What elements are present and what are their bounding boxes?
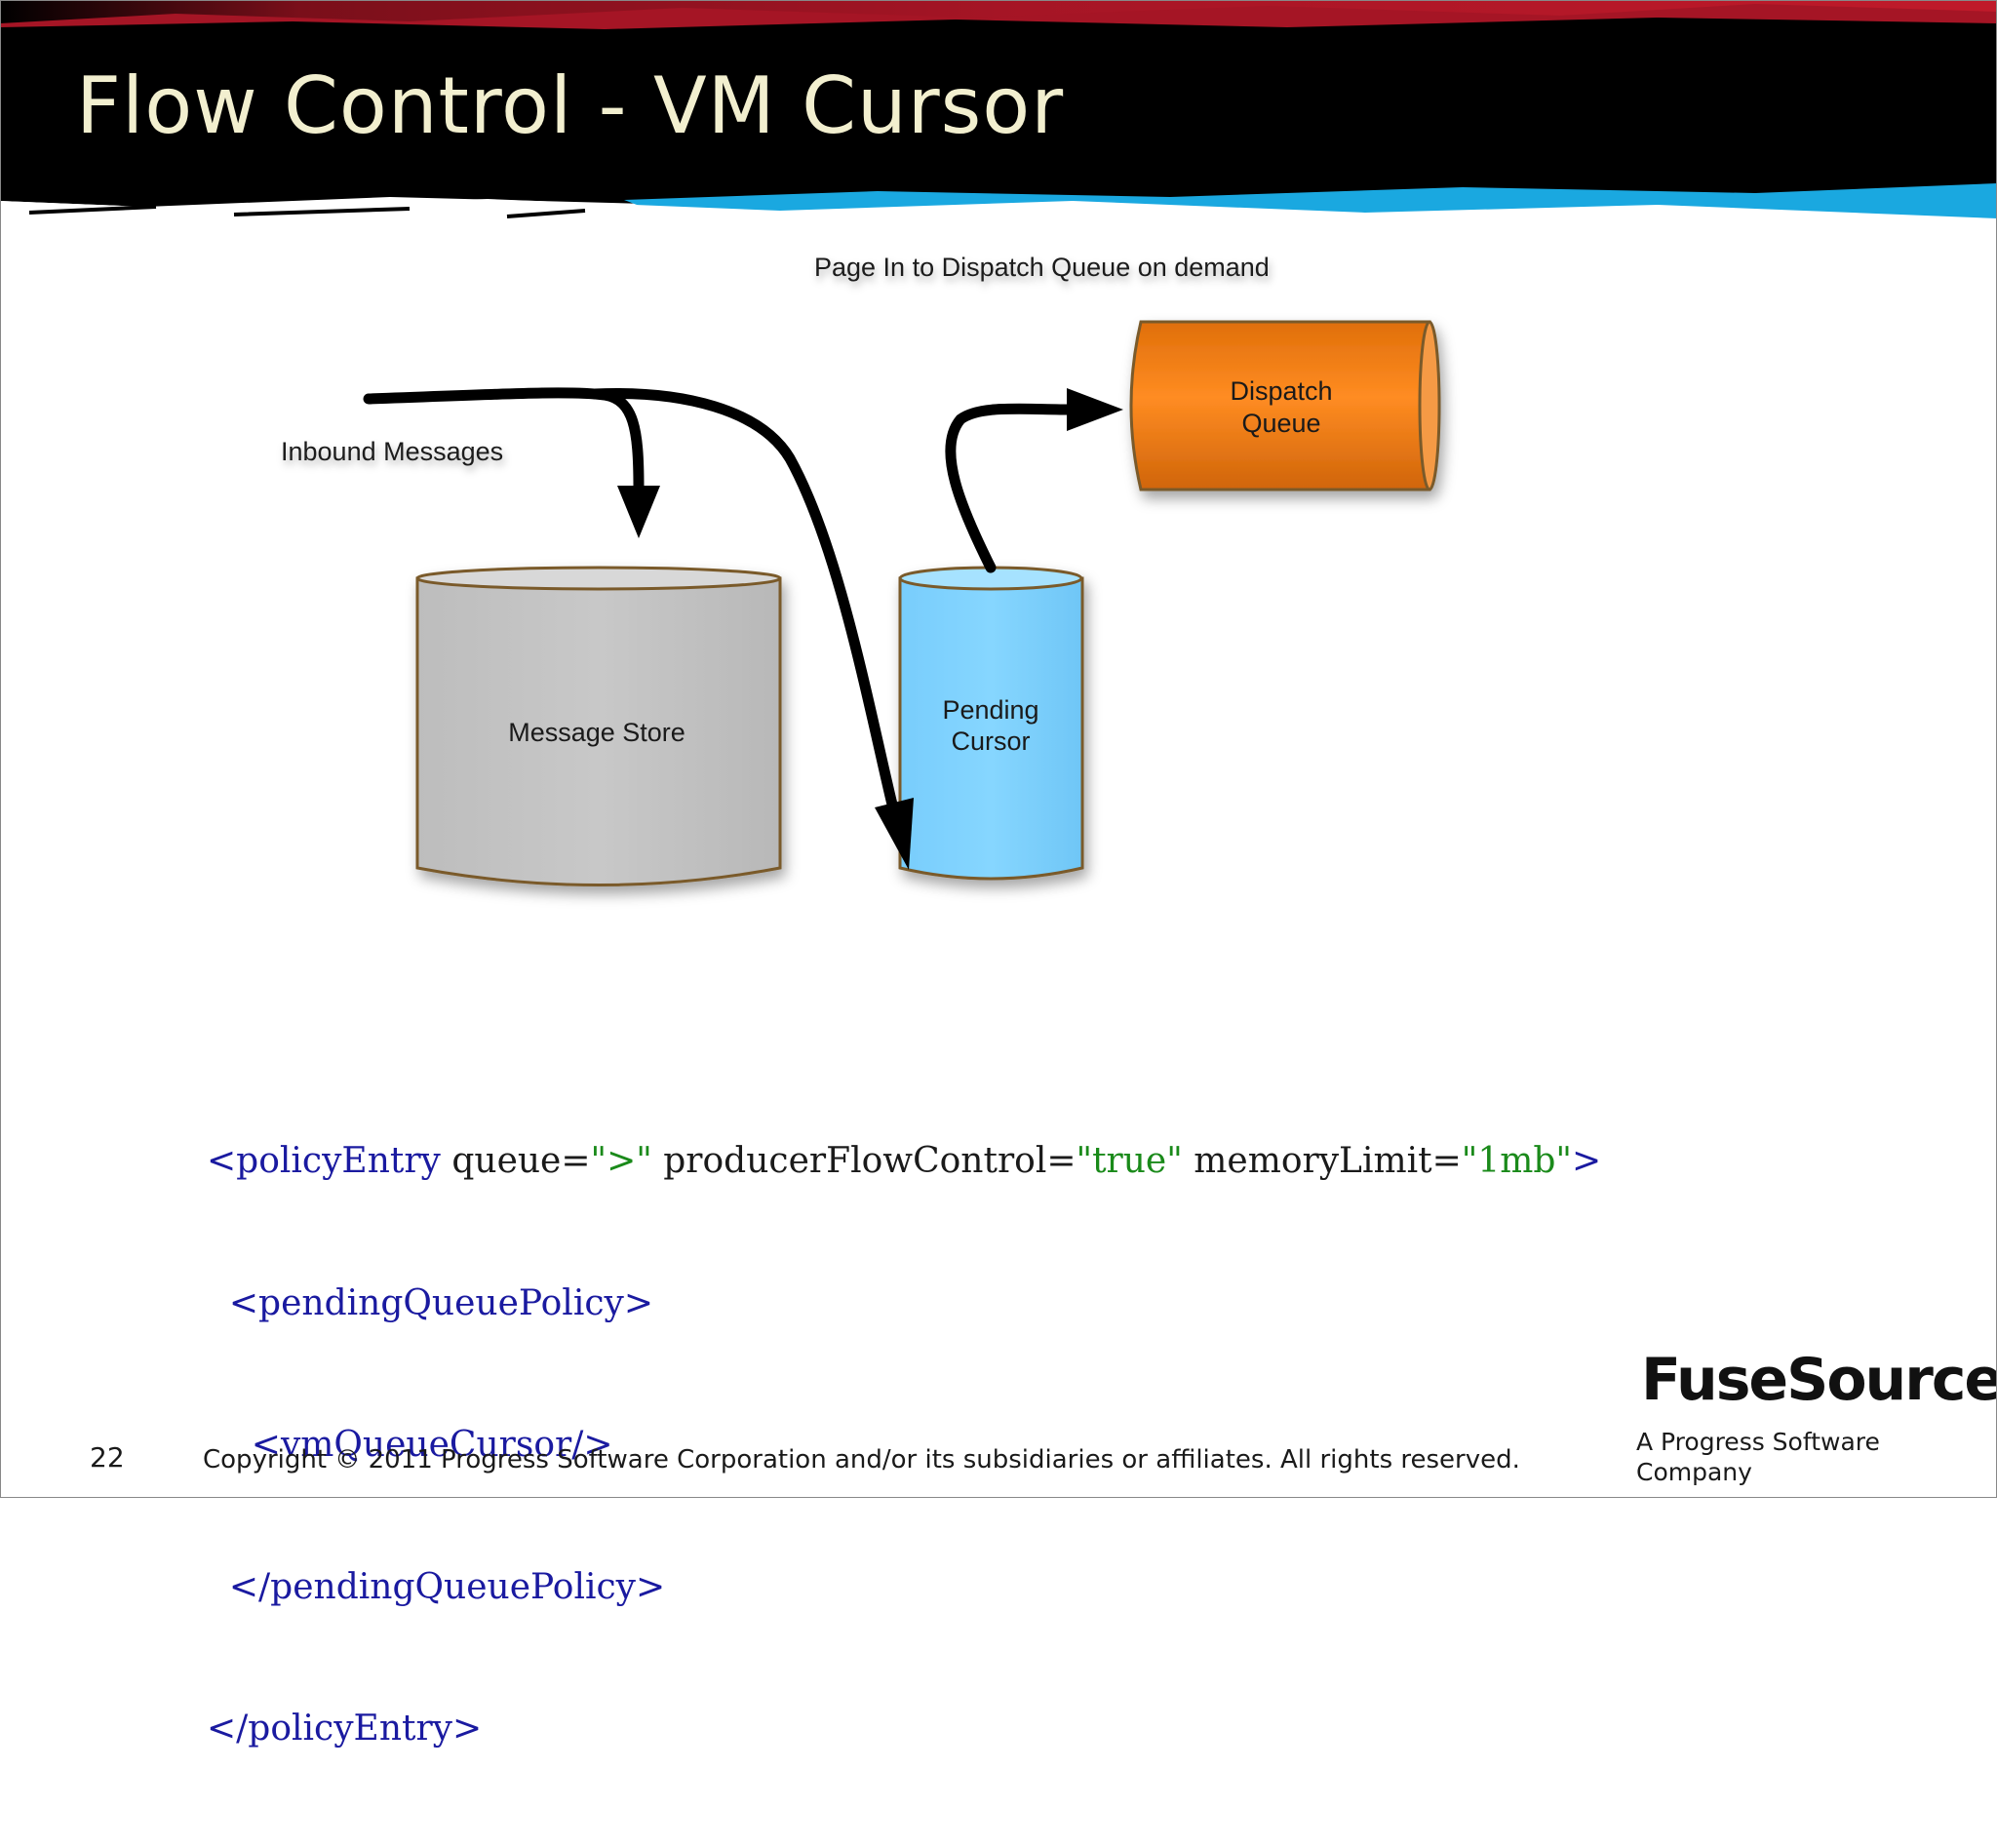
slide-title: Flow Control - VM Cursor: [76, 60, 1065, 151]
flow-diagram: Page In to Dispatch Queue on demand Inbo…: [281, 253, 1441, 886]
code-value-1mb: "1mb": [1461, 1141, 1572, 1181]
arrow-pending-cursor-to-dispatch: [945, 388, 1123, 573]
code-pending-queue-policy-close: </pendingQueuePolicy>: [228, 1566, 666, 1607]
slide: Flow Control - VM Cursor: [0, 0, 1997, 1749]
code-line-4: </pendingQueuePolicy>: [207, 1564, 1601, 1612]
code-vm-queue-cursor: <vmQueueCursor/>: [251, 1425, 613, 1465]
pending-cursor-label-line1: Pending: [942, 695, 1038, 725]
company-tagline: A Progress Software Company: [1636, 1428, 1880, 1486]
white-brush-edge: [0, 199, 1997, 234]
code-value-queue: ">": [590, 1141, 652, 1181]
pending-cursor-cylinder: [898, 566, 1084, 881]
code-line-2: <pendingQueuePolicy>: [207, 1280, 1601, 1328]
dispatch-queue-label-line2: Queue: [1241, 409, 1320, 438]
page-in-label: Page In to Dispatch Queue on demand: [814, 253, 1270, 282]
header-banner: [0, 0, 1997, 234]
dispatch-queue-label-line1: Dispatch: [1230, 376, 1332, 406]
inbound-messages-label: Inbound Messages: [281, 437, 503, 466]
code-policyentry-close: </policyEntry>: [207, 1709, 483, 1749]
code-close-bracket: >: [1571, 1141, 1602, 1181]
code-attr-queue: queue=: [440, 1141, 591, 1181]
code-line-1: <policyEntry queue=">" producerFlowContr…: [207, 1138, 1601, 1186]
code-policyentry-open-tag: <policyEntry: [207, 1141, 441, 1181]
message-store-label: Message Store: [508, 718, 685, 747]
code-attr-memory-limit: memoryLimit=: [1182, 1141, 1462, 1181]
message-store-cylinder: [415, 566, 782, 886]
pending-cursor-label-line2: Cursor: [951, 727, 1030, 756]
page-number: 22: [90, 1441, 125, 1474]
code-line-3: <vmQueueCursor/>: [207, 1422, 1601, 1470]
code-attr-producer-flow-control: producerFlowControl=: [651, 1141, 1077, 1181]
code-value-true: "true": [1076, 1141, 1183, 1181]
copyright-notice: Copyright © 2011 Progress Software Corpo…: [203, 1445, 1520, 1474]
fusesource-logo: FuseSource: [1641, 1346, 1997, 1414]
black-banner: [0, 18, 1997, 207]
code-pending-queue-policy-open: <pendingQueuePolicy>: [228, 1282, 654, 1323]
dispatch-queue-cylinder: [1129, 320, 1441, 491]
arrow-inbound-to-pending-cursor: [589, 388, 914, 870]
code-line-5: </policyEntry>: [207, 1706, 1601, 1753]
